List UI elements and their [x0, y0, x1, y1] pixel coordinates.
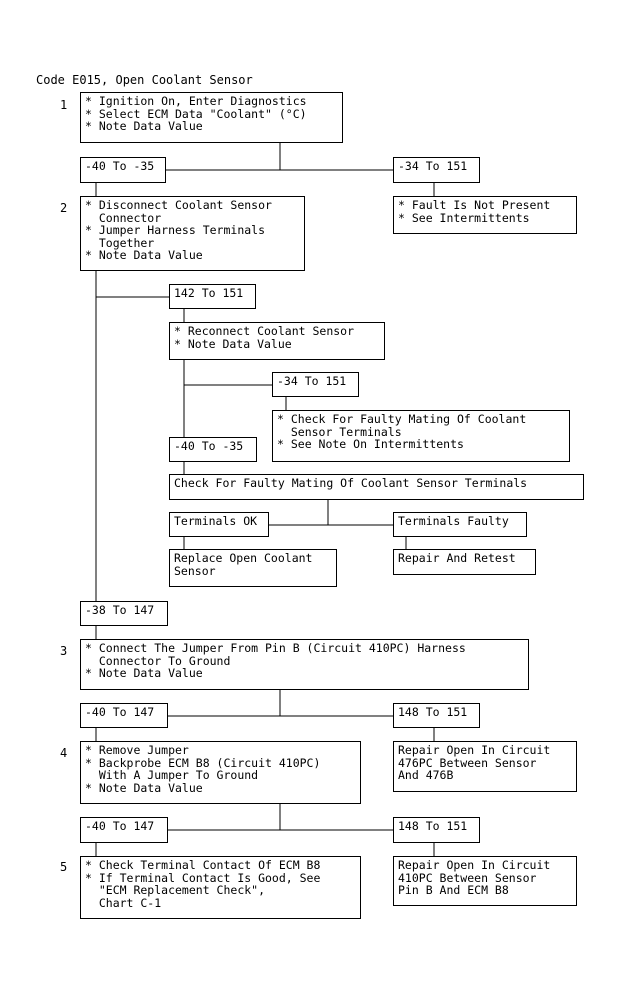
result-minus40-147: -40 To 147 [80, 703, 168, 728]
box-text-line: "ECM Replacement Check", [85, 883, 266, 898]
fault-not-present-box: * Fault Is Not Present* See Intermittent… [393, 196, 577, 234]
box-text-line: * Reconnect Coolant Sensor [174, 324, 355, 338]
result-minus34-151-b: -34 To 151 [272, 372, 359, 397]
box-text-line: * See Note On Intermittents [277, 437, 464, 452]
step1-box: * Ignition On, Enter Diagnostics* Select… [80, 92, 343, 143]
box-text-line: * Disconnect Coolant Sensor [85, 198, 272, 212]
box-text-line: * Fault Is Not Present [398, 198, 551, 212]
box-text-line: Connector To Ground [85, 653, 231, 668]
step-number-3: 3 [60, 644, 68, 658]
step4-box: * Remove Jumper* Backprobe ECM B8 (Circu… [80, 741, 361, 804]
check-mating-box-2: Check For Faulty Mating Of Coolant Senso… [169, 474, 584, 500]
box-text-line: -40 To -35 [174, 439, 244, 453]
box-text-line: -38 To 147 [85, 603, 155, 617]
box-text-line: * Remove Jumper [85, 743, 189, 757]
box-text-line: Check For Faulty Mating Of Coolant Senso… [174, 476, 528, 490]
box-text-line: Terminals OK [174, 514, 258, 528]
step-number-5: 5 [60, 860, 68, 874]
repair-retest-box: Repair And Retest [393, 549, 536, 575]
check-mating-box-1: * Check For Faulty Mating Of Coolant Sen… [272, 410, 570, 462]
result-minus40-minus35: -40 To -35 [80, 157, 166, 183]
box-text-line: Sensor [174, 563, 216, 578]
step3-box: * Connect The Jumper From Pin B (Circuit… [80, 639, 529, 690]
result-minus40-minus35-b: -40 To -35 [169, 437, 257, 462]
box-text-line: * Note Data Value [85, 666, 203, 681]
box-text-line: -34 To 151 [398, 159, 468, 173]
box-text-line: * Connect The Jumper From Pin B (Circuit… [85, 641, 466, 655]
terminals-ok-box: Terminals OK [169, 512, 269, 537]
step-number-4: 4 [60, 746, 68, 760]
box-text-line: * If Terminal Contact Is Good, See [85, 870, 321, 885]
box-text-line: * Note Data Value [85, 780, 203, 795]
box-text-line: * Note Data Value [174, 336, 292, 351]
step-number-2: 2 [60, 201, 68, 215]
box-text-line: -34 To 151 [277, 374, 347, 388]
box-text-line: 410PC Between Sensor [398, 870, 537, 885]
box-text-line: With A Jumper To Ground [85, 768, 259, 783]
box-text-line: * Check For Faulty Mating Of Coolant [277, 412, 527, 426]
box-text-line: Sensor Terminals [277, 424, 402, 439]
box-text-line: 148 To 151 [398, 705, 468, 719]
box-text-line: * Note Data Value [85, 248, 203, 263]
box-text-line: Repair Open In Circuit [398, 743, 551, 757]
result-142-151: 142 To 151 [169, 284, 256, 309]
box-text-line: Chart C-1 [85, 895, 162, 910]
step5-box: * Check Terminal Contact Of ECM B8* If T… [80, 856, 361, 919]
result-minus38-147: -38 To 147 [80, 601, 168, 626]
box-text-line: Pin B And ECM B8 [398, 883, 509, 898]
result-148-151-b: 148 To 151 [393, 817, 480, 843]
box-text-line: * Ignition On, Enter Diagnostics [85, 94, 307, 108]
result-148-151: 148 To 151 [393, 703, 480, 728]
box-text-line: And 476B [398, 768, 454, 783]
box-text-line: * Select ECM Data "Coolant" (°C) [85, 106, 307, 121]
box-text-line: Terminals Faulty [398, 514, 509, 528]
box-text-line: -40 To 147 [85, 819, 155, 833]
box-text-line: * Note Data Value [85, 119, 203, 134]
terminals-faulty-box: Terminals Faulty [393, 512, 527, 537]
step-number-1: 1 [60, 98, 68, 112]
result-minus34-151: -34 To 151 [393, 157, 480, 183]
reconnect-sensor-box: * Reconnect Coolant Sensor* Note Data Va… [169, 322, 385, 360]
box-text-line: Connector [85, 210, 162, 225]
step2-box: * Disconnect Coolant Sensor Connector* J… [80, 196, 305, 271]
box-text-line: -40 To 147 [85, 705, 155, 719]
box-text-line: * Jumper Harness Terminals [85, 223, 266, 238]
result-minus40-147-b: -40 To 147 [80, 817, 168, 843]
box-text-line: Repair Open In Circuit [398, 858, 551, 872]
box-text-line: 148 To 151 [398, 819, 468, 833]
box-text-line: Repair And Retest [398, 551, 516, 565]
box-text-line: Together [85, 235, 155, 250]
box-text-line: 142 To 151 [174, 286, 244, 300]
diagram-title: Code E015, Open Coolant Sensor [36, 73, 253, 87]
box-text-line: * See Intermittents [398, 210, 530, 225]
box-text-line: Replace Open Coolant [174, 551, 313, 565]
box-text-line: * Backprobe ECM B8 (Circuit 410PC) [85, 755, 321, 770]
box-text-line: -40 To -35 [85, 159, 155, 173]
box-text-line: 476PC Between Sensor [398, 755, 537, 770]
box-text-line: * Check Terminal Contact Of ECM B8 [85, 858, 321, 872]
